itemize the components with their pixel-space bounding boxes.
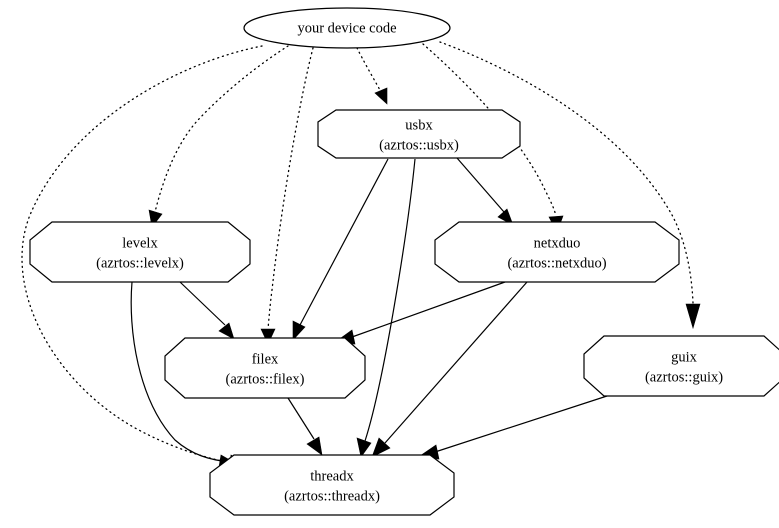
edge-device-code-to-levelx <box>148 45 289 228</box>
guix-label-namespace: (azrtos::guix) <box>645 369 723 385</box>
device-code-label: your device code <box>297 20 396 36</box>
levelx-octagon[interactable] <box>29 221 251 283</box>
edge-guix-to-threadx <box>416 395 608 460</box>
edge-filex-to-threadx <box>287 397 323 456</box>
usbx-octagon[interactable] <box>317 109 521 159</box>
filex-label-name: filex <box>252 351 279 367</box>
device-code-ellipse[interactable] <box>243 7 451 49</box>
node-filex[interactable]: filex (azrtos::filex) <box>164 337 366 399</box>
edge-usbx-to-netxduo <box>456 157 514 226</box>
edge-device-code-to-guix <box>439 41 701 330</box>
netxduo-octagon[interactable] <box>434 221 680 283</box>
threadx-label-namespace: (azrtos::threadx) <box>284 488 380 504</box>
threadx-octagon[interactable] <box>209 454 455 516</box>
usbx-label-name: usbx <box>405 117 433 133</box>
edge-netxduo-to-filex <box>333 281 506 345</box>
filex-label-namespace: (azrtos::filex) <box>226 371 305 387</box>
filex-octagon[interactable] <box>164 337 366 399</box>
node-device-code[interactable]: your device code <box>243 7 451 49</box>
edge-levelx-to-filex <box>179 281 235 340</box>
edge-device-code-to-usbx <box>356 47 388 105</box>
edge-usbx-to-threadx <box>356 158 416 458</box>
netxduo-label-name: netxduo <box>534 235 581 251</box>
node-levelx[interactable]: levelx (azrtos::levelx) <box>29 221 251 283</box>
netxduo-label-namespace: (azrtos::netxduo) <box>507 255 606 271</box>
edge-netxduo-to-threadx <box>371 281 528 458</box>
threadx-label-name: threadx <box>310 468 354 484</box>
node-threadx[interactable]: threadx (azrtos::threadx) <box>209 454 455 516</box>
levelx-label-namespace: (azrtos::levelx) <box>96 255 184 271</box>
node-usbx[interactable]: usbx (azrtos::usbx) <box>317 109 521 159</box>
node-guix[interactable]: guix (azrtos::guix) <box>583 335 779 397</box>
node-netxduo[interactable]: netxduo (azrtos::netxduo) <box>434 221 680 283</box>
edge-device-code-to-filex <box>260 47 314 345</box>
levelx-label-name: levelx <box>122 235 158 251</box>
guix-octagon[interactable] <box>583 335 779 397</box>
edge-usbx-to-filex <box>292 158 389 341</box>
guix-label-name: guix <box>671 349 698 365</box>
usbx-label-namespace: (azrtos::usbx) <box>379 137 459 153</box>
